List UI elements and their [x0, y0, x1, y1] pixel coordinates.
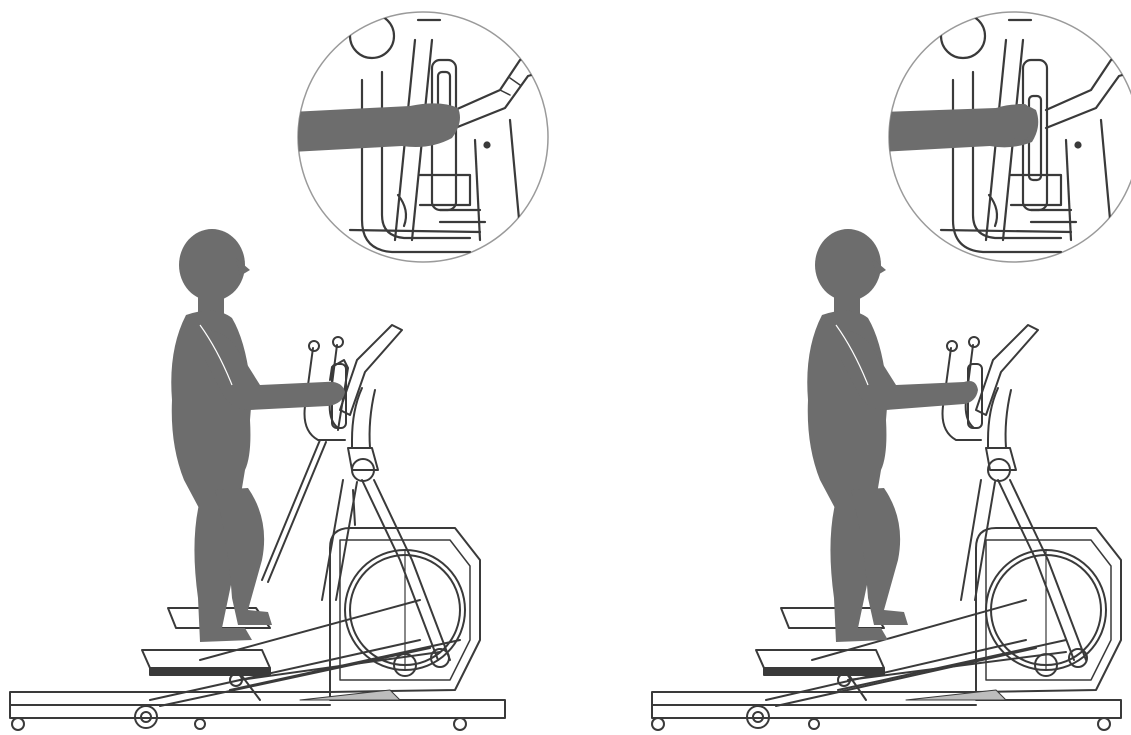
detail-zoom-circle: [881, 12, 1131, 262]
detail-zoom-circle: [290, 12, 548, 262]
user-silhouette: [171, 229, 345, 642]
diagram-panel-pulse-handlebar: [566, 0, 1131, 735]
elliptical-illustration-right: [566, 0, 1131, 735]
user-silhouette: [807, 229, 978, 642]
diagram-panel-moving-handlebar: [0, 0, 565, 735]
elliptical-illustration-left: [0, 0, 565, 735]
